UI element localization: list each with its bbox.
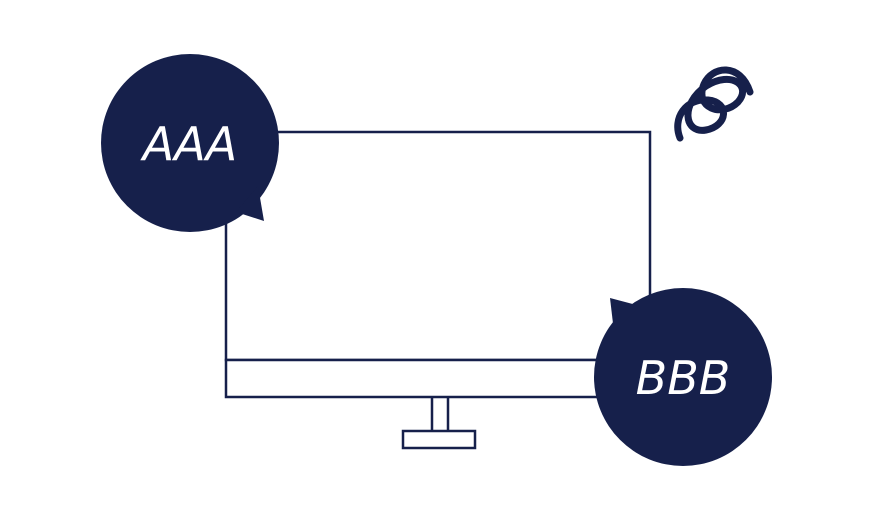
bubble-label-bbb: BBB bbox=[636, 351, 731, 405]
monitor-neck bbox=[430, 397, 450, 431]
monitor-icon bbox=[224, 130, 652, 450]
speech-bubble-icon bbox=[101, 54, 279, 232]
bubble-label-aaa: AAA bbox=[140, 117, 237, 171]
monitor-stand-base bbox=[401, 429, 477, 450]
speech-bubble-bbb: BBB bbox=[594, 288, 772, 466]
bubble-tail bbox=[610, 298, 640, 332]
speech-bubble-aaa: AAA bbox=[101, 54, 279, 232]
bubble-tail bbox=[236, 186, 264, 221]
monitor-bezel bbox=[224, 358, 652, 399]
speech-bubble-icon bbox=[594, 288, 772, 466]
monitor-screen bbox=[224, 130, 652, 362]
spring-squiggle-icon bbox=[674, 66, 754, 142]
